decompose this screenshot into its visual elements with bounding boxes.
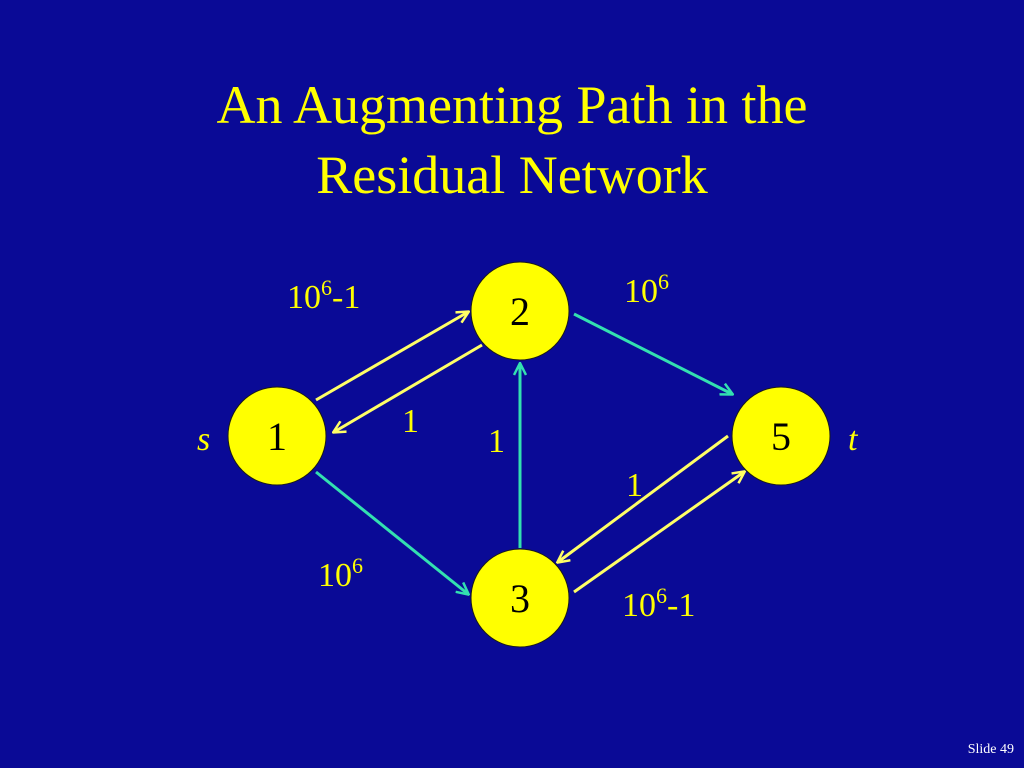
edge-label-1-to-3: 106 (318, 553, 363, 594)
edge-5-to-3 (558, 434, 729, 562)
node-1: 1 (227, 386, 327, 486)
edge-label-3-to-2: 1 (488, 423, 505, 460)
sink-label: t (848, 421, 859, 458)
node-2-label: 2 (510, 289, 530, 334)
edge-2-to-1 (334, 343, 483, 432)
source-label: s (197, 421, 210, 458)
edge-label-2-to-1: 1 (402, 403, 419, 440)
title-line-1: An Augmenting Path in the (216, 75, 808, 135)
slide-number: Slide 49 (967, 742, 1014, 757)
edge-2-to-5 (573, 312, 732, 394)
edge-label-5-to-3: 1 (626, 467, 643, 504)
node-2: 2 (470, 261, 570, 361)
node-3-label: 3 (510, 576, 530, 621)
node-5-label: 5 (771, 414, 791, 459)
edge-label-2-to-5: 106 (624, 269, 669, 310)
edge-1-to-2 (315, 312, 468, 402)
edge-label-3-to-5: 106-1 (622, 583, 695, 624)
edge-1-to-3 (315, 470, 468, 594)
edge-3-to-5 (573, 472, 744, 594)
slide-title: An Augmenting Path in the Residual Netwo… (0, 70, 1024, 210)
node-5: 5 (731, 386, 831, 486)
node-1-label: 1 (267, 414, 287, 459)
edge-label-1-to-2: 106-1 (287, 275, 360, 316)
node-3: 3 (470, 548, 570, 648)
title-line-2: Residual Network (316, 145, 708, 205)
